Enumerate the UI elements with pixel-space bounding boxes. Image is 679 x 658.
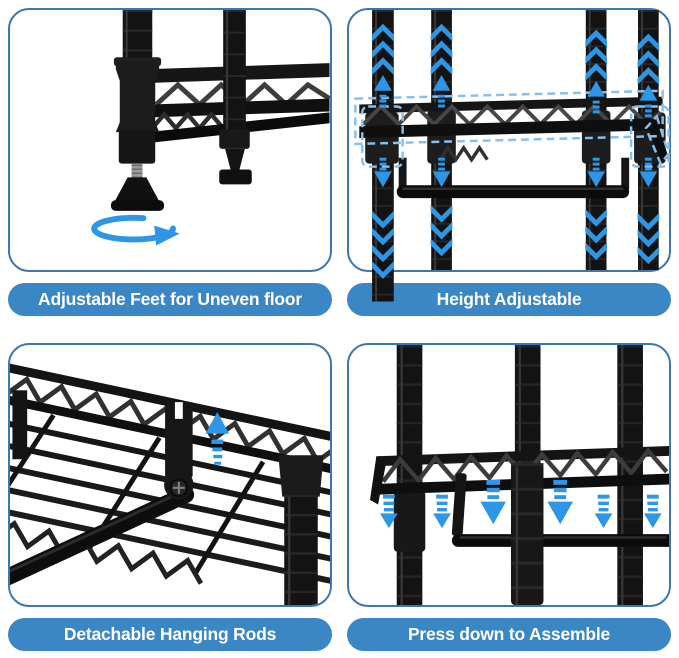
press-down-assemble-illustration (369, 345, 669, 605)
feature-card-press-down-assemble: Press down to Assemble (347, 343, 671, 651)
feature-card-detachable-hanging-rods: Detachable Hanging Rods (8, 343, 332, 651)
caption-adjustable-feet: Adjustable Feet for Uneven floor (8, 283, 332, 316)
hanging-rod (451, 534, 669, 547)
adjustable-feet-illustration (91, 10, 330, 246)
center-pole-sleeve (510, 463, 544, 605)
leveling-screw (131, 163, 143, 179)
rotation-arrow-icon (91, 214, 180, 246)
left-pole (393, 345, 426, 605)
hanging-rod (10, 486, 195, 586)
center-pole (514, 345, 541, 468)
rear-leg-with-foot (219, 10, 252, 185)
wire-shelf (359, 96, 669, 163)
rubber-foot (113, 177, 161, 204)
front-leg-with-leveling-foot (110, 10, 165, 211)
caption-detachable-hanging-rods: Detachable Hanging Rods (8, 618, 332, 651)
panel-press-down-assemble (347, 343, 671, 607)
hanging-rod (396, 157, 630, 199)
left-pole-stub (12, 390, 28, 460)
rod-bracket (451, 472, 467, 537)
corner-pole (278, 455, 324, 605)
feature-card-height-adjustable: Height Adjustable (347, 8, 671, 316)
feature-card-adjustable-feet: Adjustable Feet for Uneven floor (8, 8, 332, 316)
height-adjustable-illustration (354, 10, 670, 302)
panel-detachable-hanging-rods (8, 343, 332, 607)
detachable-hook (164, 402, 194, 500)
caption-press-down-assemble: Press down to Assemble (347, 618, 671, 651)
detachable-hanging-rods-illustration (10, 354, 330, 605)
caption-height-adjustable: Height Adjustable (347, 283, 671, 316)
up-arrow-icon (205, 411, 230, 465)
panel-adjustable-feet (8, 8, 332, 272)
shelf-collar (365, 112, 399, 164)
panel-height-adjustable (347, 8, 671, 302)
